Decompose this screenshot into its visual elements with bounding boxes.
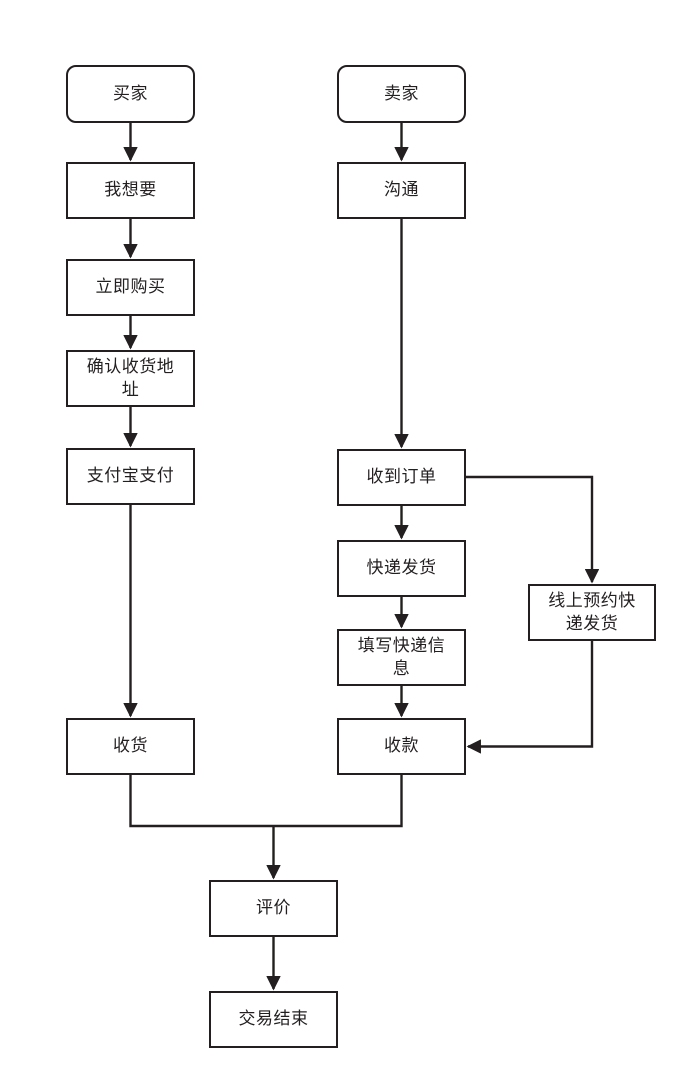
node-trade-end[interactable]: 交易结束 <box>209 991 338 1048</box>
node-i-want[interactable]: 我想要 <box>66 162 195 219</box>
node-confirm-address[interactable]: 确认收货地 址 <box>66 350 195 407</box>
node-i-want-label: 我想要 <box>104 180 157 201</box>
node-buyer-label: 买家 <box>113 83 148 104</box>
node-receive-payment[interactable]: 收款 <box>337 718 466 775</box>
edge-receivegoods-merge-leg <box>129 775 274 828</box>
node-buyer[interactable]: 买家 <box>66 65 195 123</box>
node-confirm-address-label: 确认收货地 址 <box>86 357 175 400</box>
node-buy-now-label: 立即购买 <box>95 277 166 298</box>
node-receive-order[interactable]: 收到订单 <box>337 449 466 506</box>
edge-receivepayment-merge-leg <box>273 775 403 828</box>
edge-onlinebook-to-receivepayment <box>466 641 594 754</box>
node-online-book-express-label: 线上预约快 递发货 <box>548 591 636 634</box>
node-seller-label: 卖家 <box>384 83 419 104</box>
node-online-book-express[interactable]: 线上预约快 递发货 <box>528 584 656 641</box>
node-receive-goods-label: 收货 <box>113 736 148 757</box>
node-express-ship[interactable]: 快递发货 <box>337 540 466 597</box>
node-alipay-pay[interactable]: 支付宝支付 <box>66 448 195 505</box>
node-communicate[interactable]: 沟通 <box>337 162 466 219</box>
node-communicate-label: 沟通 <box>384 180 419 201</box>
node-fill-express-info-label: 填写快递信 息 <box>357 636 446 679</box>
edge-receiveorder-to-onlinebook <box>466 475 600 584</box>
node-review-label: 评价 <box>256 898 291 919</box>
node-receive-order-label: 收到订单 <box>366 467 437 488</box>
node-seller[interactable]: 卖家 <box>337 65 466 123</box>
node-receive-goods[interactable]: 收货 <box>66 718 195 775</box>
node-review[interactable]: 评价 <box>209 880 338 937</box>
node-trade-end-label: 交易结束 <box>238 1009 309 1030</box>
node-buy-now[interactable]: 立即购买 <box>66 259 195 316</box>
node-receive-payment-label: 收款 <box>384 736 419 757</box>
node-alipay-pay-label: 支付宝支付 <box>86 466 175 487</box>
node-fill-express-info[interactable]: 填写快递信 息 <box>337 629 466 686</box>
node-express-ship-label: 快递发货 <box>366 558 437 579</box>
